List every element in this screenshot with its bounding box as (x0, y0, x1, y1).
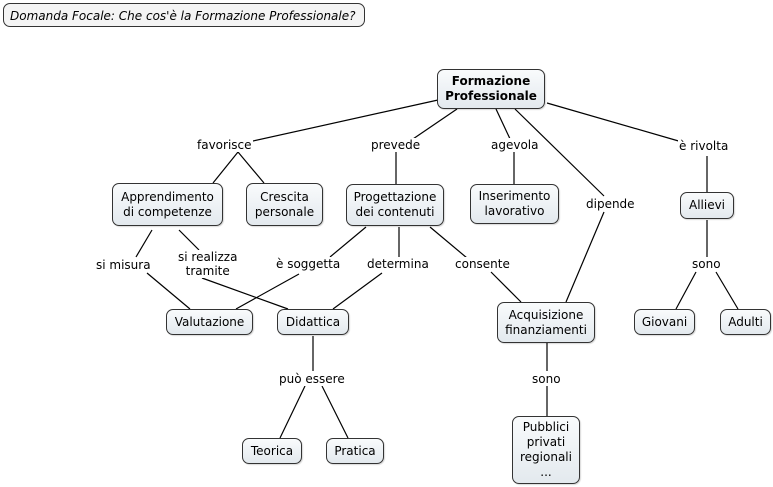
node-pratica[interactable]: Pratica (326, 438, 384, 464)
link-label-prevede: prevede (370, 138, 422, 152)
node-inserimento-lavorativo[interactable]: Inserimento lavorativo (470, 184, 559, 224)
link-label-e-rivolta: è rivolta (678, 139, 730, 153)
link-label-consente: consente (454, 257, 511, 271)
node-progettazione-contenuti[interactable]: Progettazione dei contenuti (346, 184, 444, 226)
node-apprendimento-competenze[interactable]: Apprendimento di competenze (112, 183, 223, 226)
node-giovani[interactable]: Giovani (634, 309, 695, 335)
link-label-puo-essere: può essere (278, 372, 346, 386)
link-label-si-realizza-tramite: si realizza tramite (177, 250, 239, 278)
link-label-e-soggetta: è soggetta (275, 257, 342, 271)
link-label-sono-acquisizione: sono (531, 372, 562, 386)
link-label-sono-allievi: sono (691, 257, 722, 271)
link-label-agevola: agevola (490, 138, 540, 152)
link-label-favorisce: favorisce (196, 138, 253, 152)
node-valutazione[interactable]: Valutazione (166, 309, 253, 335)
node-adulti[interactable]: Adulti (720, 309, 771, 335)
node-acquisizione-finanziamenti[interactable]: Acquisizione finanziamenti (497, 302, 595, 343)
node-pubblici-privati-regionali[interactable]: Pubblici privati regionali ... (512, 416, 580, 484)
node-allievi[interactable]: Allievi (680, 192, 734, 219)
link-label-dipende: dipende (585, 197, 636, 211)
node-crescita-personale[interactable]: Crescita personale (246, 183, 323, 226)
node-teorica[interactable]: Teorica (242, 438, 302, 464)
node-didattica[interactable]: Didattica (277, 309, 349, 335)
node-formazione-professionale[interactable]: Formazione Professionale (437, 69, 545, 109)
link-label-si-misura: si misura (95, 258, 152, 272)
link-label-determina: determina (366, 257, 430, 271)
focus-question: Domanda Focale: Che cos'è la Formazione … (3, 3, 365, 27)
